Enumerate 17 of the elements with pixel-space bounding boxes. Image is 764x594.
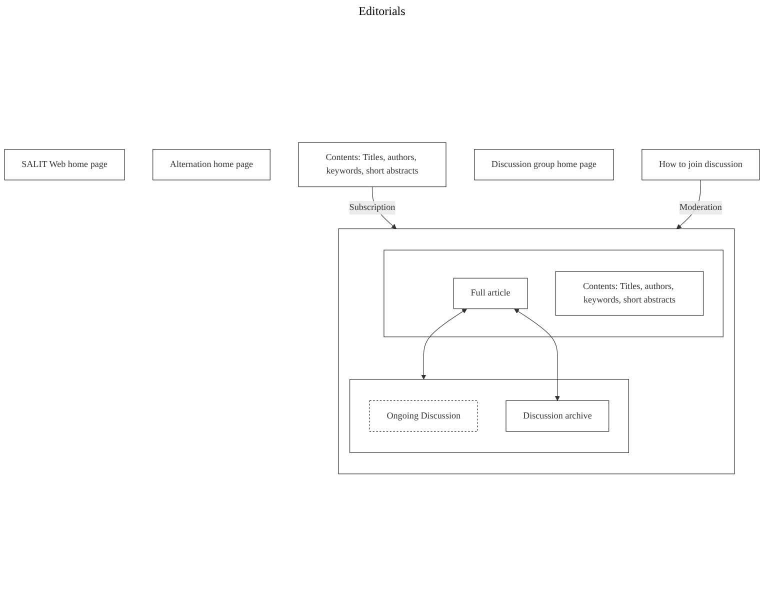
arrow: [421, 308, 467, 380]
node-box: Alternation home page: [152, 149, 270, 181]
note-text: Editorials: [358, 4, 406, 18]
node-box: Discussion group home page: [474, 149, 614, 181]
cluster: [350, 379, 630, 454]
edge-label: Subscription: [349, 202, 396, 213]
node-box: Contents: Titles, authors, keywords, short abstracts: [298, 142, 446, 188]
node-box: Contents: Titles, authors, keywords, short abstracts: [555, 271, 704, 316]
cluster: [338, 228, 735, 474]
edge-label: Moderation: [680, 202, 722, 213]
node-box: SALIT Web home page: [4, 149, 125, 181]
node-box: Ongoing Discussion: [369, 400, 478, 432]
node-box: How to join discussion: [642, 149, 760, 181]
cluster: [384, 250, 724, 338]
node-box: Discussion archive: [506, 400, 610, 432]
arrow: [514, 308, 560, 402]
node-box: Full article: [453, 278, 528, 310]
